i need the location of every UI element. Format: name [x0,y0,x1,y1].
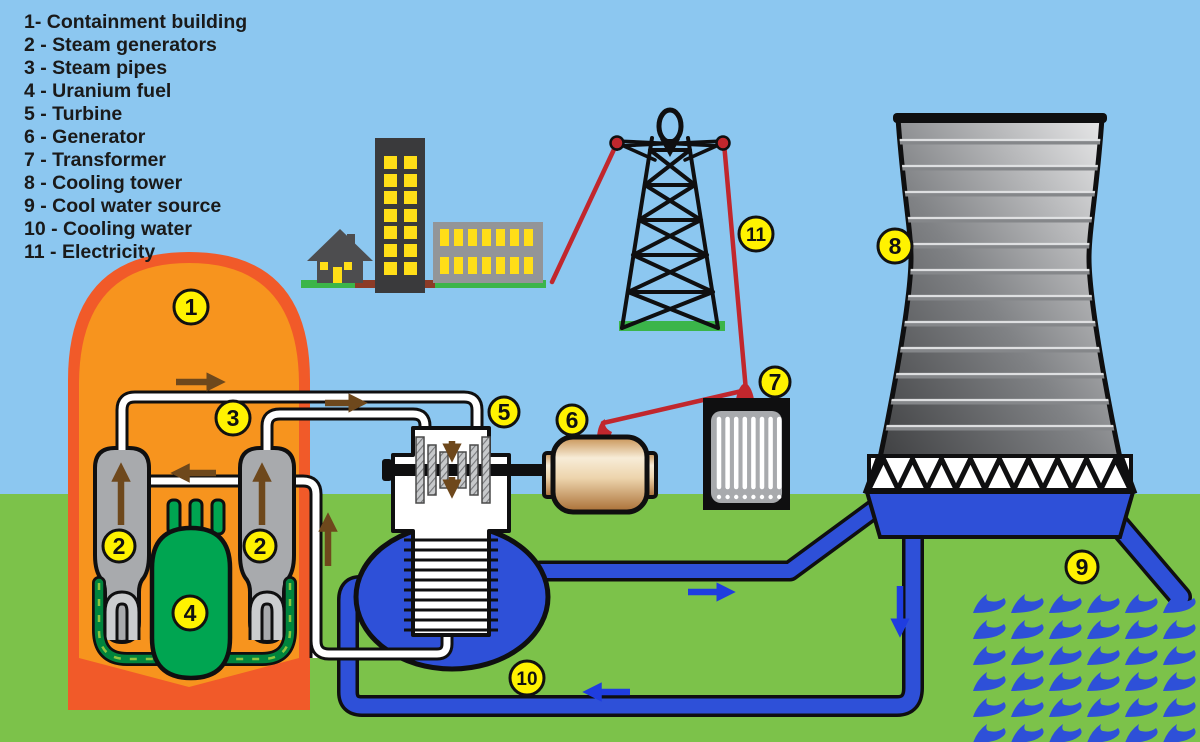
wire-to-transformer [721,140,749,394]
wide-building-icon [433,222,543,283]
cooling-tower [862,113,1138,496]
badge-steam-pipes: 3 [214,399,252,437]
badge-steam-generator-left: 2 [101,528,137,564]
svg-text:1: 1 [185,294,198,320]
legend-item: 9 - Cool water source [24,195,221,217]
badge-transformer: 7 [758,365,792,399]
badge-generator: 6 [555,403,589,437]
insulator-dot-left [609,135,625,151]
transformer-dots [716,494,782,500]
svg-text:4: 4 [184,600,197,626]
cooling-tower-basin [864,490,1136,539]
tall-building-icon [375,138,425,293]
badge-cooling-water: 10 [508,659,546,697]
badge-uranium-fuel: 4 [171,594,209,632]
legend-item: 1- Containment building [24,11,247,33]
transmission-tower-icon [615,107,725,331]
generator [542,434,658,515]
tower-leg-left [862,454,884,496]
svg-text:5: 5 [498,399,511,425]
legend-item: 2 - Steam generators [24,34,217,56]
turbine-blades [415,436,491,504]
containment-floor [79,658,299,710]
badge-electricity: 11 [737,215,775,253]
svg-text:2: 2 [254,533,267,559]
svg-text:6: 6 [566,407,579,433]
badge-containment-building: 1 [172,288,210,326]
city-scene [301,138,546,293]
badge-steam-generator-right: 2 [242,528,278,564]
steam-flow-arrows [111,372,462,566]
house-icon [307,229,373,283]
cooling-water-pipes [337,496,1192,717]
svg-text:10: 10 [516,669,537,690]
pipe-tower-to-condenser [340,522,921,714]
condenser-fins [404,538,498,632]
transformer-fins [716,416,782,490]
pylon-grass-strip [619,321,725,331]
badge-cooling-tower: 8 [876,227,914,265]
svg-text:9: 9 [1076,554,1089,580]
number-badges: 1 2 2 3 4 5 6 7 [101,215,1100,697]
badge-turbine: 5 [487,395,521,429]
insulator-dot-right [715,135,731,151]
legend: 1- Containment building 2 - Steam genera… [24,11,247,263]
feedwater-pipe-front [309,550,454,661]
tower-leg-right [1116,454,1138,496]
svg-text:7: 7 [769,369,782,395]
wire-to-city [549,140,620,285]
transformer [703,398,790,510]
wire-generator-to-transformer [600,388,745,426]
pipe-condenser-to-tower [533,500,884,578]
legend-item: 7 - Transformer [24,149,166,171]
tower-truss-zigzag [866,456,1133,492]
svg-text:11: 11 [746,225,767,246]
legend-item: 10 - Cooling water [24,218,192,240]
steam-pipes [115,390,484,450]
cooling-flow-arrows [582,582,910,702]
svg-text:8: 8 [889,233,902,259]
svg-text:3: 3 [227,405,240,431]
legend-item: 3 - Steam pipes [24,57,167,79]
feedwater-pipe-back [138,474,323,658]
generator-terminal [597,419,612,437]
electricity-wires [549,140,749,426]
badge-cool-water-source: 9 [1064,549,1100,585]
legend-item: 5 - Turbine [24,103,122,125]
control-rod [210,498,226,536]
legend-item: 8 - Cooling tower [24,172,183,194]
tower-rim [893,113,1107,123]
transformer-terminal [736,383,754,399]
legend-item: 6 - Generator [24,126,146,148]
legend-item: 4 - Uranium fuel [24,80,171,102]
legend-item: 11 - Electricity [24,241,155,263]
svg-text:2: 2 [113,533,126,559]
